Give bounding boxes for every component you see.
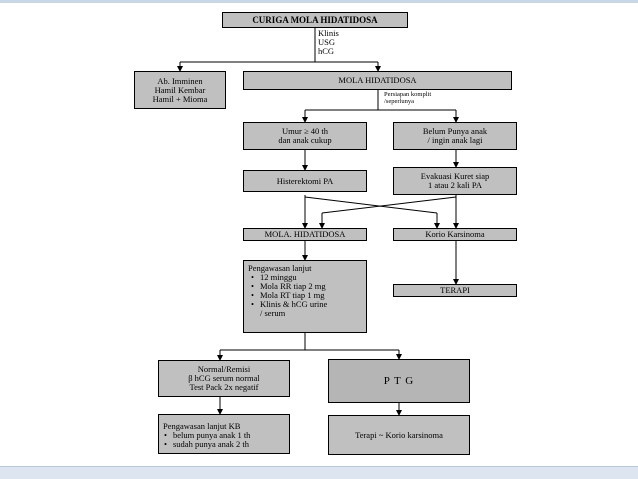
followup-item-2: Mola RR tiap 2 mg	[251, 282, 327, 292]
followup-list: 12 minggu Mola RR tiap 2 mg Mola RT tiap…	[248, 273, 327, 310]
therapy-label: TERAPI	[440, 285, 470, 295]
evacuation-line-2: 1 atau 2 kali PA	[428, 180, 482, 190]
therapy2-label: Terapi ~ Korio karsinoma	[355, 429, 443, 440]
kb-box: Pengawasan lanjut KB belum punya anak 1 …	[158, 414, 290, 454]
diagnosis-tools: Klinis USG hCG	[318, 29, 339, 56]
differential-2: Hamil Kembar	[154, 84, 206, 95]
child-box: Belum Punya anak / ingin anak lagi	[393, 122, 517, 150]
differential-box: Ab. Imminen Hamil Kembar Hamil + Mioma	[134, 71, 226, 109]
therapy-korio-box: Terapi ~ Korio karsinoma	[328, 415, 470, 455]
remission-box: Normal/Remisi β hCG serum normal Test Pa…	[158, 360, 290, 397]
kb-list: belum punya anak 1 th sudah punya anak 2…	[163, 430, 250, 449]
bottom-accent-bar	[0, 466, 638, 479]
followup-heading: Pengawasan lanjut	[248, 263, 312, 273]
age-line-2: dan anak cukup	[278, 135, 332, 145]
tool-hcg: hCG	[318, 46, 335, 56]
hysterectomy-label: Histerektomi PA	[276, 175, 334, 186]
title-box: CURIGA MOLA HIDATIDOSA	[222, 12, 408, 28]
tool-klinis: Klinis	[318, 28, 339, 38]
kb-item-1: belum punya anak 1 th	[164, 430, 250, 440]
mola2-label: MOLA. HIDATIDOSA	[264, 229, 346, 239]
followup-item-1: 12 minggu	[251, 273, 327, 283]
followup-item-4: Klinis & hCG urine	[251, 300, 327, 310]
prep-note-1: Persiapan komplit	[384, 91, 432, 98]
mola-label: MOLA HIDATIDOSA	[338, 75, 417, 85]
remission-line-2: β hCG serum normal	[188, 373, 260, 383]
tool-usg: USG	[318, 37, 336, 47]
age-line-1: Umur ≥ 40 th	[282, 126, 328, 136]
ptg-box: P T G	[328, 359, 470, 403]
kb-item-2: sudah punya anak 2 th	[164, 439, 250, 449]
ptg-label: P T G	[383, 374, 415, 387]
prep-note-2: /seperlunya	[384, 98, 414, 105]
hysterectomy-box: Histerektomi PA	[243, 170, 367, 192]
title-text: CURIGA MOLA HIDATIDOSA	[252, 14, 378, 25]
kb-heading: Pengawasan lanjut KB	[163, 420, 241, 431]
child-line-1: Belum Punya anak	[422, 126, 488, 136]
remission-line-3: Test Pack 2x negatif	[189, 382, 259, 392]
remission-line-1: Normal/Remisi	[197, 364, 251, 374]
prep-note: Persiapan komplit /seperlunya	[384, 91, 431, 105]
korio-label: Korio Karsinoma	[425, 229, 485, 239]
top-accent-bar	[0, 0, 638, 3]
followup-item-3: Mola RT tiap 1 mg	[251, 291, 327, 301]
child-line-2: / ingin anak lagi	[427, 135, 483, 145]
therapy-box: TERAPI	[393, 284, 517, 297]
mola-box: MOLA HIDATIDOSA	[243, 71, 512, 90]
differential-1: Ab. Imminen	[157, 75, 203, 86]
evacuation-box: Evakuasi Kuret siap 1 atau 2 kali PA	[393, 167, 517, 195]
evacuation-line-1: Evakuasi Kuret siap	[420, 171, 490, 181]
korio-box: Korio Karsinoma	[393, 228, 517, 241]
differential-3: Hamil + Mioma	[152, 93, 208, 104]
mola-hidatidosa-result-box: MOLA. HIDATIDOSA	[243, 228, 367, 241]
followup-box: Pengawasan lanjut 12 minggu Mola RR tiap…	[243, 260, 367, 333]
age-box: Umur ≥ 40 th dan anak cukup	[243, 122, 367, 150]
followup-tail: / serum	[260, 308, 286, 318]
